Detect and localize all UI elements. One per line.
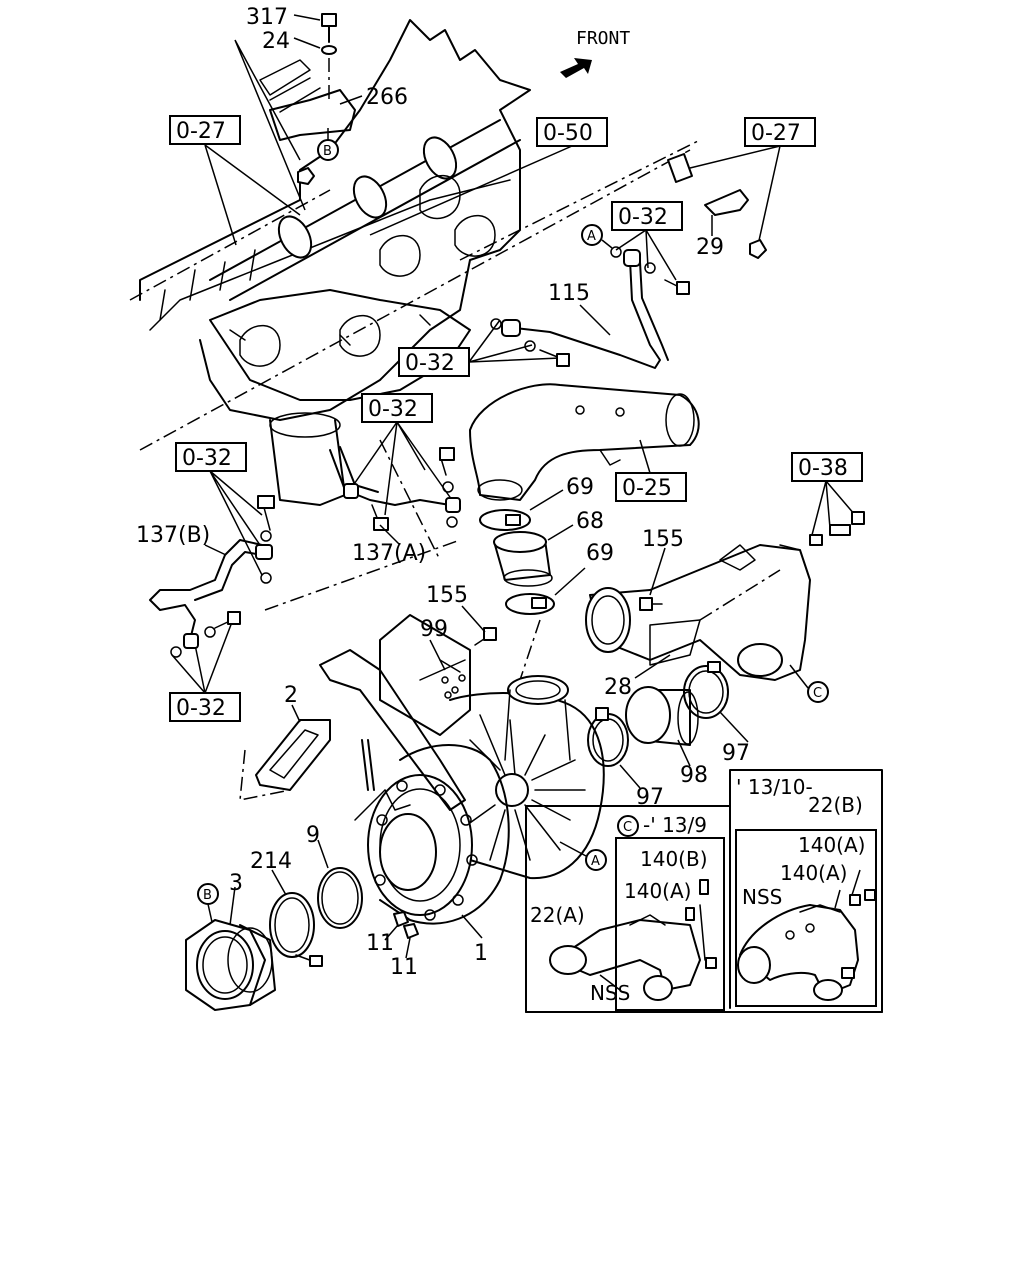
part-214: 214 [250,849,292,874]
part-28: 28 [604,675,632,700]
inset-old: C -' 13/9 140(B) 140(A) 22(A) NSS [525,805,883,1013]
inset-old-22a: 22(A) [530,903,585,927]
intake-elbow-0-25 [469,383,700,501]
ref-0-32-mid: 0-32 [398,319,561,377]
ref-0-32-center: 0-32 [349,393,453,516]
part-97b: 97 [636,785,664,810]
part-69b: 69 [586,541,614,566]
marker-b-bottom: B [197,883,219,923]
part-3: 3 [229,871,243,896]
ref-0-27-left: 0-27 [169,115,301,246]
ref-0-50-text: 0-50 [543,121,593,146]
part-68: 68 [576,509,604,534]
inset-old-marker: C [623,820,632,835]
part-11b: 11 [390,955,418,980]
o-ring-9 [317,839,363,929]
ref-0-38: 0-38 [791,452,863,536]
leader-28 [634,654,671,679]
part-69a: 69 [566,475,594,500]
ref-0-32-bottom: 0-32 [169,621,241,722]
marker-a-top: A [581,224,613,249]
ref-0-38-text: 0-38 [798,456,848,481]
inset-new-140a-1: 140(A) [798,833,865,857]
part-24: 24 [262,29,290,54]
marker-b-top: B [317,128,339,161]
part-155b: 155 [426,583,468,608]
marker-c: C [789,664,829,703]
part-2: 2 [284,683,298,708]
clamp-97-right [683,661,749,743]
marker-b-top-text: B [323,144,332,159]
ref-0-27-left-text: 0-27 [176,119,226,144]
ref-0-25: 0-25 [615,439,687,502]
part-266: 266 [366,85,408,110]
ref-0-32-center-text: 0-32 [368,397,418,422]
inset-new-period: ' 13/10- [736,775,813,799]
part-99: 99 [420,617,448,642]
part-29: 29 [696,235,724,260]
part-115: 115 [548,281,590,306]
marker-a-bottom-text: A [591,854,600,869]
nut-0-27-left [297,167,315,185]
marker-c-text: C [813,686,822,701]
inset-new: ' 13/10- 22(B) 140(A) 140(A) NSS [729,769,883,1013]
front-label: FRONT [576,28,630,49]
engine-exhaust-manifold [139,19,531,506]
part-317: 317 [246,5,288,30]
inset-new-22b: 22(B) [808,793,863,817]
marker-a-top-text: A [587,229,596,244]
hose-68 [493,524,574,587]
inset-old-140b: 140(B) [640,847,708,871]
bracket-29 [667,153,767,259]
marker-b-bottom-text: B [203,888,212,903]
front-arrow-icon [560,58,592,78]
ref-0-50: 0-50 [369,117,608,236]
part-9: 9 [306,823,320,848]
part-1: 1 [474,941,488,966]
clamp-69-upper [479,489,564,531]
part-155a: 155 [642,527,684,552]
bolt-317-and-washer-24 [234,13,363,211]
ref-0-32-top-text: 0-32 [618,205,668,230]
leader-1 [461,914,483,939]
inset-old-140a: 140(A) [624,879,691,903]
ref-0-32-top: 0-32 [611,201,683,281]
ref-0-25-text: 0-25 [622,476,672,501]
centerlines [129,139,781,681]
inset-new-140a-2: 140(A) [780,861,847,885]
nuts-11 [384,911,419,959]
part-11a: 11 [366,931,394,956]
ref-0-32-left: 0-32 [175,442,263,576]
inset-old-nss: NSS [590,981,630,1005]
pipe-137a [329,446,461,546]
part-98: 98 [680,763,708,788]
ref-0-32-bottom-text: 0-32 [176,696,226,721]
ref-0-27-right-text: 0-27 [751,121,801,146]
gasket-2 [239,704,331,801]
turbocharger [319,605,605,925]
part-labels: 317 24 266 29 115 69 68 69 155 137(B) 13… [136,5,750,980]
ref-0-32-mid-text: 0-32 [405,351,455,376]
inset-new-nss: NSS [742,885,782,909]
ref-0-27-right: 0-27 [689,117,816,246]
inset-old-period: -' 13/9 [643,813,707,837]
part-137b: 137(B) [136,523,210,548]
oil-pipe-115 [490,246,690,369]
ref-0-32-left-text: 0-32 [182,446,232,471]
intake-pipe-right [585,511,865,681]
clamp-214 [269,869,323,967]
outlet-flange-3 [185,886,276,1011]
clamp-97-left [587,707,641,789]
hose-98 [625,686,699,767]
front-indicator: FRONT [560,28,630,78]
part-137a: 137(A) [352,541,426,566]
marker-a-bottom: A [559,841,607,871]
clamp-69-lower [505,567,586,615]
part-97a: 97 [722,741,750,766]
pipe-137b [149,495,275,658]
